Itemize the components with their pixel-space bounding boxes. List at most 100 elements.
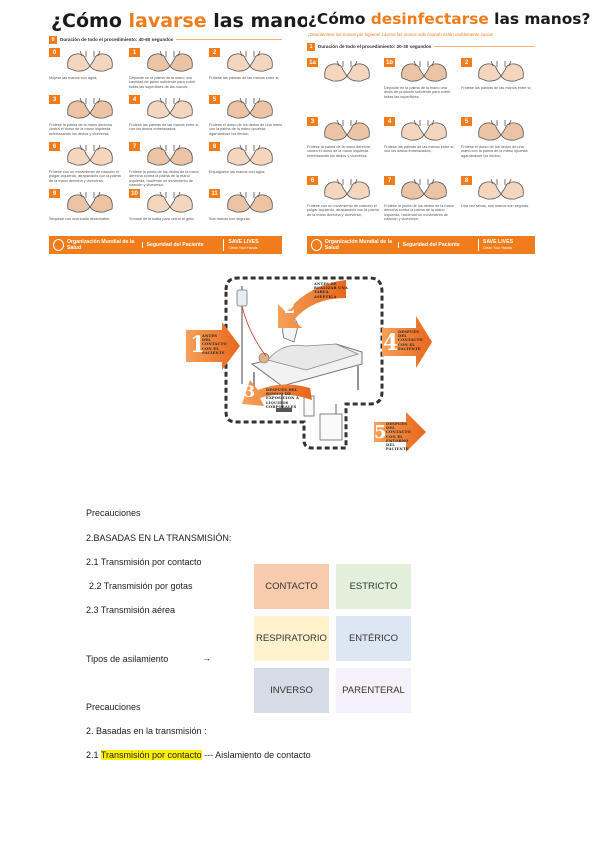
duration-bar: 0 Duración de todo el procedimiento: 40-… xyxy=(49,35,282,44)
isolation-box-inverso: INVERSO xyxy=(254,668,329,713)
hands-illustration-icon xyxy=(217,142,283,168)
note-heading-transmission-2: 2. Basadas en la transmisión : xyxy=(86,726,207,736)
step-number: 9 xyxy=(49,189,60,198)
moment-1-label: ANTES DEL CONTACTO CON EL PACIENTE xyxy=(202,334,227,355)
step-caption: Frótese las palmas de las manos entre sí… xyxy=(384,145,455,154)
step-number: 2 xyxy=(209,48,220,57)
step-caption: Frótese la punta de los dedos de la mano… xyxy=(384,204,454,222)
step-caption: Sus manos son seguras. xyxy=(209,217,251,221)
step-caption: Frótese las palmas de las manos entre sí… xyxy=(209,76,280,80)
moment-1-number: 1 xyxy=(190,332,206,358)
step-caption: Frótese con un movimiento de rotación el… xyxy=(307,204,379,217)
hands-illustration-icon xyxy=(137,48,203,74)
step-number: 6 xyxy=(307,176,318,185)
moment-2-arrow xyxy=(278,280,346,328)
step-number: 5 xyxy=(209,95,220,104)
moment-4-number: 4 xyxy=(383,330,399,356)
step-caption: Deposite en la palma de la mano una dosi… xyxy=(384,86,451,99)
hands-illustration-icon xyxy=(217,189,283,215)
step-caption: Una vez secas, sus manos son seguras. xyxy=(461,204,530,208)
highlighted-text: Transmisión por contacto xyxy=(100,750,202,760)
step-number: 3 xyxy=(49,95,60,104)
step-caption: Frótese el dorso de los dedos de una man… xyxy=(461,145,529,158)
who-logo-icon xyxy=(311,239,322,251)
moment-5-arrow xyxy=(374,412,426,452)
step-number: 1 xyxy=(129,48,140,57)
step-caption: Mójese las manos con agua; xyxy=(49,76,98,80)
hand-step: 1a xyxy=(307,58,379,113)
step-number: 1b xyxy=(384,58,395,67)
step-number: 2 xyxy=(461,58,472,67)
step-caption: Frótese la palma de la mano derecha cont… xyxy=(307,145,370,158)
step-number: 11 xyxy=(209,189,220,198)
poster-subtitle: ¡Desinfectese las manos por higiene! Láv… xyxy=(308,32,493,37)
moment-5-number: 5 xyxy=(374,422,387,443)
isolation-box-enterico: ENTÉRICO xyxy=(336,616,411,661)
step-number: 6 xyxy=(49,142,60,151)
who-logo-icon xyxy=(53,239,64,251)
step-caption: Frótese las palmas de las manos entre sí… xyxy=(461,86,532,90)
poster-title: ¿Cómo lavarse las manos? xyxy=(51,10,332,32)
hands-illustration-icon xyxy=(315,117,379,143)
five-moments-diagram: 1 ANTES DEL CONTACTO CON EL PACIENTE 2 A… xyxy=(186,272,432,456)
five-moments-illustration xyxy=(186,276,432,452)
moment-3-number: 3 xyxy=(244,382,256,401)
hands-illustration-icon xyxy=(217,95,283,121)
moment-3-arrow xyxy=(242,380,312,406)
step-number: 1a xyxy=(307,58,318,67)
step-caption: Frótese las palmas de las manos entre sí… xyxy=(129,123,200,132)
step-caption: Sírvase de la toalla para cerrar el grif… xyxy=(129,217,195,221)
note-airborne-transmission: 2.3 Transmisión aérea xyxy=(86,605,176,615)
step-caption: Frótese la palma de la mano derecha cont… xyxy=(49,123,112,136)
step-caption: Enjuáguese las manos con agua; xyxy=(209,170,266,174)
isolation-box-contacto: CONTACTO xyxy=(254,564,329,609)
step-number: 4 xyxy=(384,117,395,126)
note-contact-transmission: 2.1 Transmisión por contacto xyxy=(86,557,202,567)
step-number: 8 xyxy=(209,142,220,151)
moment-4-arrow xyxy=(382,316,432,368)
hands-illustration-icon xyxy=(392,176,456,202)
note-precautions-2: Precauciones xyxy=(86,702,141,712)
note-heading-transmission: 2.BASADAS EN LA TRANSMISIÓN: xyxy=(86,533,232,543)
poster-footer: Organización Mundial de la Salud Segurid… xyxy=(307,236,535,254)
hands-illustration-icon xyxy=(57,95,123,121)
hands-illustration-icon xyxy=(57,142,123,168)
patient-zone-outline xyxy=(224,276,384,450)
step-caption: Deposite en la palma de la mano una cant… xyxy=(129,76,196,89)
hands-illustration-icon xyxy=(137,189,203,215)
note-isolation-types: Tipos de asilamiento xyxy=(86,654,169,664)
hands-illustration-icon xyxy=(469,117,533,143)
isolation-box-parenteral: PARENTERAL xyxy=(336,668,411,713)
duration-bar: 1 Duración de todo el procedimiento: 20-… xyxy=(307,42,535,51)
hands-illustration-icon xyxy=(137,95,203,121)
moment-1-arrow xyxy=(186,322,240,370)
step-number: 4 xyxy=(129,95,140,104)
hands-illustration-icon xyxy=(392,117,456,143)
moment-5-label: DESPUÉS DEL CONTACTO CON EL ENTORNO DEL … xyxy=(386,422,411,452)
poster-footer: Organización Mundial de la Salud Segurid… xyxy=(49,236,282,254)
note-contact-isolation: 2.1 Transmisión por contacto --- Aislami… xyxy=(86,750,311,760)
step-number: 7 xyxy=(129,142,140,151)
step-number: 7 xyxy=(384,176,395,185)
hands-illustration-icon xyxy=(315,58,379,84)
step-caption: Séquese con una toalla desechable; xyxy=(49,217,111,221)
handwash-poster: ¿Cómo lavarse las manos? 0 Duración de t… xyxy=(49,8,332,258)
handrub-poster: ¿Cómo desinfectarse las manos? ¡Desinfec… xyxy=(307,8,590,258)
moment-4-label: DESPUÉS DEL CONTACTO CON EL PACIENTE xyxy=(398,330,423,351)
